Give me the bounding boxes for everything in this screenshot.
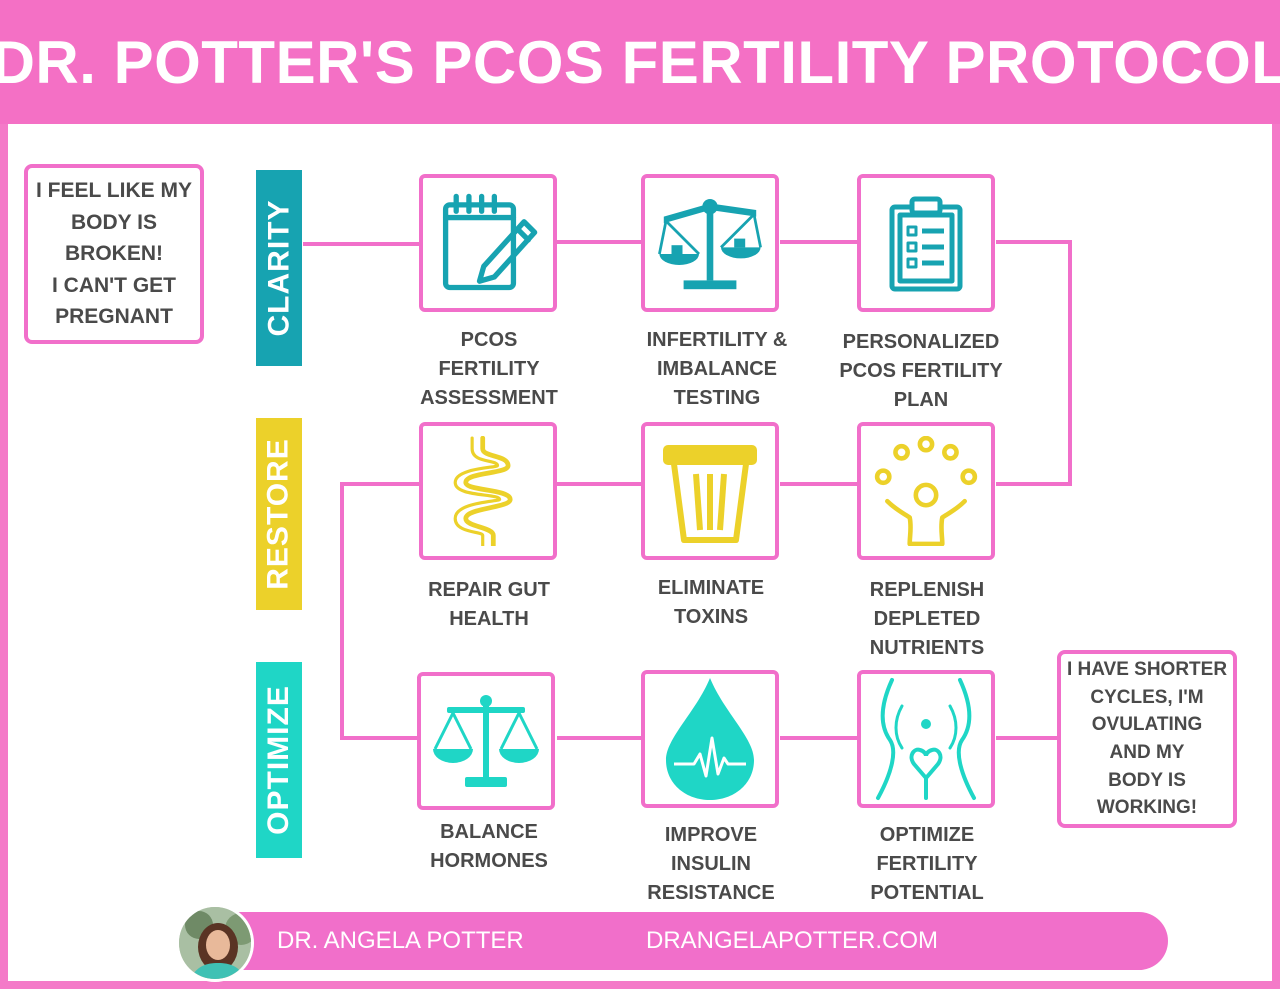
- phase-clarity-label: CLARITY: [262, 199, 295, 337]
- title-banner: DR. POTTER'S PCOS FERTILITY PROTOCOL: [0, 0, 1280, 124]
- page-title: DR. POTTER'S PCOS FERTILITY PROTOCOL: [0, 28, 1280, 96]
- step-label-5: ELIMINATE TOXINS: [657, 577, 765, 628]
- step-box-9: [857, 670, 995, 808]
- phase-optimize-label: OPTIMIZE: [262, 685, 296, 835]
- end-note-text: I HAVE SHORTER CYCLES, I'M OVULATING AND…: [1066, 659, 1228, 819]
- step-box-6: [857, 422, 995, 560]
- phase-clarity: CLARITY: [256, 170, 302, 366]
- step-box-3: [857, 174, 995, 312]
- phase-restore: RESTORE: [256, 418, 302, 610]
- intestine-icon: [453, 436, 513, 546]
- step-box-4: [419, 422, 557, 560]
- clipboard-checklist-icon: [889, 196, 963, 292]
- step-label-4: REPAIR GUT HEALTH: [428, 579, 550, 630]
- notepad-pencil-icon: [442, 193, 538, 291]
- author-avatar: [176, 904, 254, 982]
- phase-restore-label: RESTORE: [262, 438, 296, 590]
- step-label-9: OPTIMIZE FERTILITY POTENTIAL: [870, 824, 984, 904]
- step-label-3: PERSONALIZED PCOS FERTILITY PLAN: [839, 331, 1003, 411]
- step-box-2: [641, 174, 779, 312]
- step-box-8: [641, 670, 779, 808]
- person-juggling-icon: [874, 436, 978, 546]
- step-label-8: IMPROVE INSULIN RESISTANCE: [647, 824, 775, 904]
- water-drop-pulse-icon: [666, 678, 754, 800]
- balance-scale-icon: [658, 199, 762, 290]
- step-label-6: REPLENISH DEPLETED NUTRIENTS: [869, 579, 985, 659]
- footer-author-name: DR. ANGELA POTTER: [277, 927, 524, 954]
- end-note: I HAVE SHORTER CYCLES, I'M OVULATING AND…: [1057, 650, 1237, 828]
- step-label-2: INFERTILITY & IMBALANCE TESTING: [646, 329, 788, 409]
- step-box-7: [417, 672, 555, 810]
- footer-bar: [200, 912, 1168, 970]
- trash-can-icon: [663, 445, 757, 543]
- step-label-1: PCOS FERTILITY ASSESSMENT: [420, 329, 558, 409]
- start-note: I FEEL LIKE MY BODY IS BROKEN! I CAN'T G…: [24, 164, 204, 344]
- step-box-5: [641, 422, 779, 560]
- womb-heart-icon: [876, 678, 976, 800]
- justice-scale-icon: [433, 695, 539, 787]
- phase-optimize: OPTIMIZE: [256, 662, 302, 858]
- step-box-1: [419, 174, 557, 312]
- start-note-text: I FEEL LIKE MY BODY IS BROKEN! I CAN'T G…: [36, 179, 192, 329]
- footer-website-link[interactable]: DRANGELAPOTTER.COM: [646, 927, 939, 954]
- step-label-7: BALANCE HORMONES: [430, 821, 548, 872]
